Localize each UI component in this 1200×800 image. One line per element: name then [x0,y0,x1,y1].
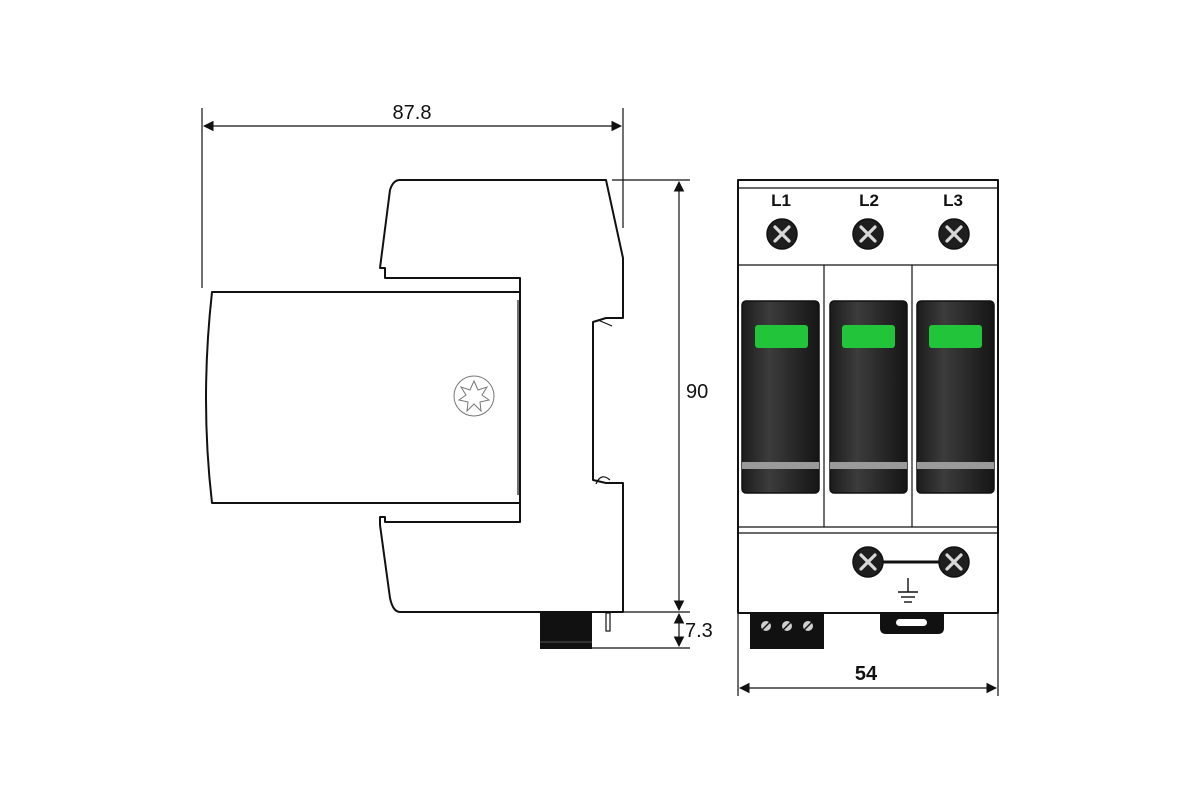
terminal-l3-icon[interactable] [938,218,970,250]
side-housing [379,179,624,613]
dimension-rail: 7.3 [592,612,713,649]
dimension-width: 54 [737,614,999,696]
rail-label: 7.3 [685,620,713,642]
indicator-window-l2 [842,325,895,348]
height-label: 90 [686,381,708,403]
front-view: L1 L2 L3 [737,179,999,649]
side-view [205,179,624,649]
terminal-pe-right-icon[interactable] [938,546,970,578]
pole-label-l1: L1 [771,191,791,210]
terminal-pe-left-icon[interactable] [852,546,884,578]
indicator-window-l3 [929,325,982,348]
pole-label-l3: L3 [943,191,963,210]
module-l1[interactable] [741,300,820,494]
depth-label: 87.8 [393,102,432,124]
module-l2[interactable] [829,300,908,494]
din-clip[interactable] [880,613,944,634]
pole-label-l2: L2 [859,191,879,210]
front-terminal-block [750,613,824,649]
side-front-cover [205,291,521,504]
terminal-l2-icon[interactable] [852,218,884,250]
module-l3[interactable] [916,300,995,494]
width-label: 54 [855,663,878,685]
indicator-window-l1 [755,325,808,348]
dimension-depth: 87.8 [201,102,624,288]
dimension-height: 90 [612,179,708,613]
burst-logo-icon [453,375,495,417]
ground-symbol-icon [898,578,918,603]
rail-clip [595,476,611,485]
terminal-l1-icon[interactable] [766,218,798,250]
side-terminal-block [540,613,592,649]
side-latch [605,612,611,632]
rail-hook [597,319,613,327]
